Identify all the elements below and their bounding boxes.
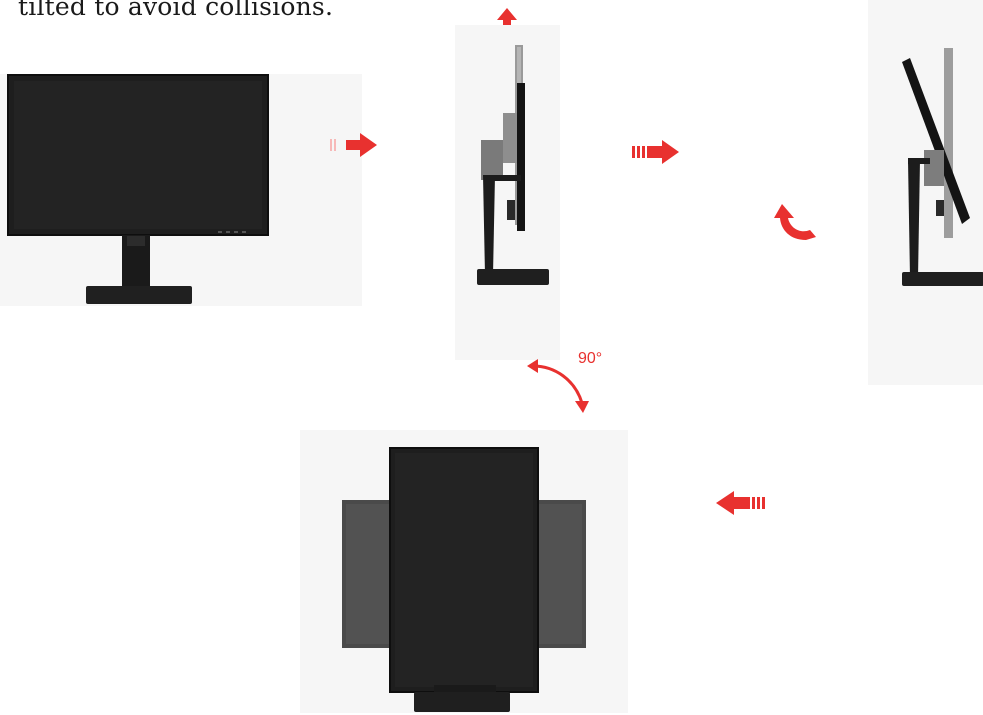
monitor-base bbox=[86, 286, 192, 304]
monitor-front-view bbox=[0, 72, 365, 312]
panel-background bbox=[455, 25, 560, 360]
left-arrow-icon bbox=[716, 490, 768, 516]
rotation-angle-label: 90° bbox=[578, 350, 602, 368]
caption-text: tilted to avoid collisions. bbox=[18, 0, 333, 21]
monitor-base bbox=[902, 272, 983, 286]
right-arrow-icon bbox=[330, 133, 378, 157]
monitor-rotated-portrait bbox=[298, 430, 630, 715]
monitor-side-view-tilted bbox=[868, 0, 983, 390]
monitor-panel-side bbox=[517, 83, 525, 231]
monitor-base bbox=[414, 692, 510, 712]
tilt-arrow-icon bbox=[772, 196, 820, 244]
panel-background bbox=[868, 0, 983, 385]
stand-column bbox=[944, 48, 953, 238]
monitor-base bbox=[477, 269, 549, 285]
right-arrow-icon bbox=[632, 140, 680, 164]
monitor-side-view-raised bbox=[455, 25, 565, 365]
